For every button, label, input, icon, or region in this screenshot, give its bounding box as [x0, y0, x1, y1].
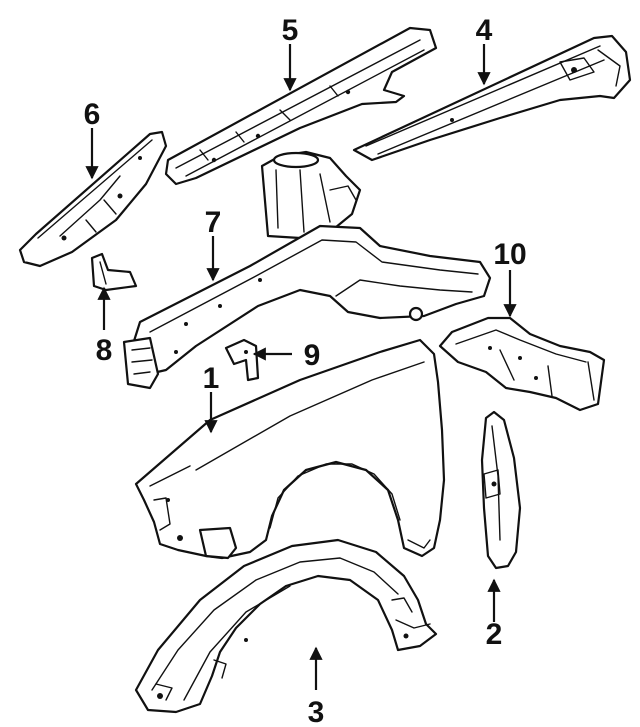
part-4-upper-rail — [352, 34, 632, 162]
part-7-apron-assembly — [122, 150, 492, 390]
part-5-upper-rail — [164, 26, 438, 186]
part-10-inner-panel — [438, 316, 606, 412]
part-9-bracket — [224, 338, 260, 382]
callout-5: 5 — [282, 14, 299, 47]
callout-6: 6 — [84, 98, 101, 131]
callout-7: 7 — [205, 206, 222, 239]
callout-2: 2 — [486, 618, 503, 651]
callout-3: 3 — [308, 696, 325, 727]
callout-10: 10 — [493, 238, 526, 271]
part-8-bracket — [90, 252, 138, 292]
part-6-apron-reinforcement — [18, 130, 168, 268]
leader-arrows — [85, 44, 517, 690]
callout-8: 8 — [96, 334, 113, 367]
callout-labels: 1 2 3 4 5 6 7 8 9 10 — [84, 14, 527, 727]
part-3-wheelhouse-liner — [134, 538, 438, 714]
part-1-front-fender — [134, 338, 446, 560]
part-2-fender-strip — [480, 410, 522, 570]
callout-9: 9 — [304, 339, 321, 372]
callout-4: 4 — [476, 14, 493, 47]
callout-1: 1 — [203, 362, 220, 395]
